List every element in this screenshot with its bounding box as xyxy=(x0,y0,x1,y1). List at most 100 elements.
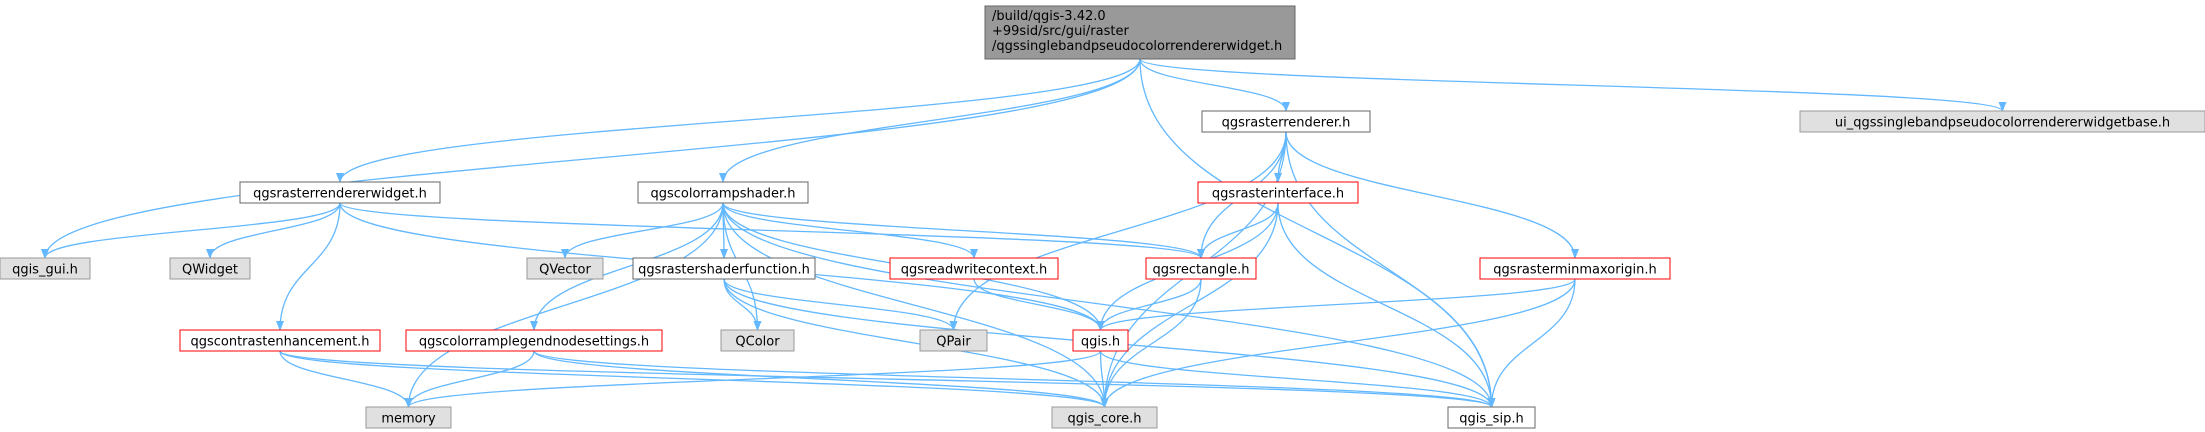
node-qcolor-label-0: QColor xyxy=(735,335,780,350)
node-qgis_sip-box xyxy=(1447,406,1536,429)
edge-ramp_shader-to-legend_settings xyxy=(530,202,724,331)
node-qwidget: QWidget xyxy=(169,257,251,280)
edge-ramp_shader-to-qgis_core xyxy=(722,202,1109,408)
edge-renderer_widget-to-rectangle xyxy=(339,202,1205,259)
node-minmax-box xyxy=(1479,257,1671,280)
node-qvector: QVector xyxy=(526,257,604,280)
edge-legend_settings-to-memory xyxy=(404,350,535,408)
edge-rectangle-to-qgis_core xyxy=(1100,278,1202,408)
node-qgis_sip[interactable]: qgis_sip.h xyxy=(1447,406,1536,429)
edge-ramp_shader-to-readwrite xyxy=(722,202,978,259)
node-raster_renderer-box xyxy=(1201,110,1371,133)
node-root-box xyxy=(984,5,1296,60)
node-qpair: QPair xyxy=(919,329,988,352)
node-root-label-2: /qgssinglebandpseudocolorrendererwidget.… xyxy=(992,39,1282,54)
edge-readwrite-to-qgis_h xyxy=(973,278,1105,331)
node-qgis_gui: qgis_gui.h xyxy=(0,257,91,280)
node-ramp_shader[interactable]: qgscolorrampshader.h xyxy=(637,181,809,204)
edges-layer xyxy=(41,58,2007,408)
edge-raster_renderer-to-qpair xyxy=(949,131,1287,331)
edge-ramp_shader-to-rectangle xyxy=(722,202,1205,259)
node-ramp_shader-label-0: qgscolorrampshader.h xyxy=(650,187,795,202)
node-renderer_widget[interactable]: qgsrasterrendererwidget.h xyxy=(239,181,441,204)
node-qgis_h-label-0: qgis.h xyxy=(1081,335,1120,350)
edge-root-to-renderer_widget xyxy=(336,58,1141,183)
node-qgis_core-box xyxy=(1051,406,1158,429)
node-rectangle[interactable]: qgsrectangle.h xyxy=(1145,257,1257,280)
node-raster_renderer-label-0: qgsrasterrenderer.h xyxy=(1222,116,1351,131)
node-qgis_gui-label-0: qgis_gui.h xyxy=(12,263,78,278)
edge-ramp_shader-to-qgis_sip xyxy=(722,202,1496,408)
edge-interface-to-qgis_sip xyxy=(1277,202,1496,408)
node-memory: memory xyxy=(365,406,452,429)
node-qgis_h-box xyxy=(1072,329,1129,352)
edge-ramp_shader-to-shader_function xyxy=(719,202,728,259)
node-memory-label-0: memory xyxy=(381,412,436,427)
node-shader_function-box xyxy=(632,257,816,280)
edge-ramp_shader-to-qvector xyxy=(561,202,724,259)
edge-minmax-to-qgis_core xyxy=(1100,278,1576,408)
node-qgis_sip-label-0: qgis_sip.h xyxy=(1459,412,1523,427)
edge-raster_renderer-to-minmax xyxy=(1285,131,1579,259)
node-memory-box xyxy=(365,406,452,429)
edge-root-to-qgis_gui xyxy=(41,58,1141,259)
node-readwrite-label-0: qgsreadwritecontext.h xyxy=(901,263,1048,278)
edge-contrast-to-qgis_sip xyxy=(279,350,1496,408)
edge-renderer_widget-to-qwidget xyxy=(206,202,341,259)
edge-ramp_shader-to-memory xyxy=(404,202,724,408)
node-qwidget-label-0: QWidget xyxy=(182,263,238,278)
node-interface-box xyxy=(1197,181,1359,204)
edge-root-to-ramp_shader xyxy=(719,58,1141,183)
node-raster_renderer[interactable]: qgsrasterrenderer.h xyxy=(1201,110,1371,133)
edge-contrast-to-qgis_core xyxy=(279,350,1109,408)
node-root-label-1: +99sid/src/gui/raster xyxy=(992,24,1129,39)
node-qvector-box xyxy=(526,257,604,280)
node-renderer_widget-box xyxy=(239,181,441,204)
node-ramp_shader-box xyxy=(637,181,809,204)
edge-shader_function-to-qgis_core xyxy=(723,278,1109,408)
node-legend_settings-label-0: qgscolorramplegendnodesettings.h xyxy=(419,335,649,350)
node-root[interactable]: /build/qgis-3.42.0+99sid/src/gui/raster/… xyxy=(984,5,1296,60)
node-minmax[interactable]: qgsrasterminmaxorigin.h xyxy=(1479,257,1671,280)
node-qgis_h[interactable]: qgis.h xyxy=(1072,329,1129,352)
edge-root-to-raster_renderer xyxy=(1139,58,1290,112)
node-shader_function[interactable]: qgsrastershaderfunction.h xyxy=(632,257,816,280)
edge-minmax-to-qgis_sip xyxy=(1487,278,1576,408)
edge-shader_function-to-qcolor xyxy=(723,278,762,331)
node-interface-label-0: qgsrasterinterface.h xyxy=(1212,187,1344,202)
node-interface[interactable]: qgsrasterinterface.h xyxy=(1197,181,1359,204)
node-shader_function-label-0: qgsrastershaderfunction.h xyxy=(638,263,810,278)
node-minmax-label-0: qgsrasterminmaxorigin.h xyxy=(1493,263,1656,278)
edge-raster_renderer-to-qgis_sip xyxy=(1285,131,1496,408)
node-qvector-label-0: QVector xyxy=(539,263,591,278)
node-contrast[interactable]: qgscontrastenhancement.h xyxy=(179,329,381,352)
node-ui_base: ui_qgssinglebandpseudocolorrendererwidge… xyxy=(1799,110,2205,133)
edge-root-to-ui_base xyxy=(1139,58,2007,112)
node-qgis_core-label-0: qgis_core.h xyxy=(1068,412,1142,427)
node-qpair-label-0: QPair xyxy=(936,335,971,350)
edge-shader_function-to-qpair xyxy=(723,278,958,331)
edge-qgis_h-to-qgis_core xyxy=(1099,350,1109,408)
node-ui_base-box xyxy=(1799,110,2205,133)
node-qpair-box xyxy=(919,329,988,352)
nodes-layer: /build/qgis-3.42.0+99sid/src/gui/raster/… xyxy=(0,5,2205,429)
edge-minmax-to-qgis_h xyxy=(1096,278,1576,331)
node-readwrite[interactable]: qgsreadwritecontext.h xyxy=(889,257,1059,280)
node-root-label-0: /build/qgis-3.42.0 xyxy=(992,9,1106,24)
edge-legend_settings-to-qgis_sip xyxy=(533,350,1496,408)
node-contrast-label-0: qgscontrastenhancement.h xyxy=(190,335,369,350)
node-rectangle-label-0: qgsrectangle.h xyxy=(1152,263,1249,278)
node-contrast-box xyxy=(179,329,381,352)
edge-interface-to-rectangle xyxy=(1197,202,1279,259)
node-qgis_core: qgis_core.h xyxy=(1051,406,1158,429)
edge-contrast-to-memory xyxy=(279,350,413,408)
node-legend_settings-box xyxy=(405,329,663,352)
node-renderer_widget-label-0: qgsrasterrendererwidget.h xyxy=(253,187,427,202)
node-legend_settings[interactable]: qgscolorramplegendnodesettings.h xyxy=(405,329,663,352)
edge-interface-to-qgis_core xyxy=(1100,202,1279,408)
edge-legend_settings-to-qgis_core xyxy=(533,350,1109,408)
node-qwidget-box xyxy=(169,257,251,280)
node-rectangle-box xyxy=(1145,257,1257,280)
node-qcolor-box xyxy=(720,329,795,352)
